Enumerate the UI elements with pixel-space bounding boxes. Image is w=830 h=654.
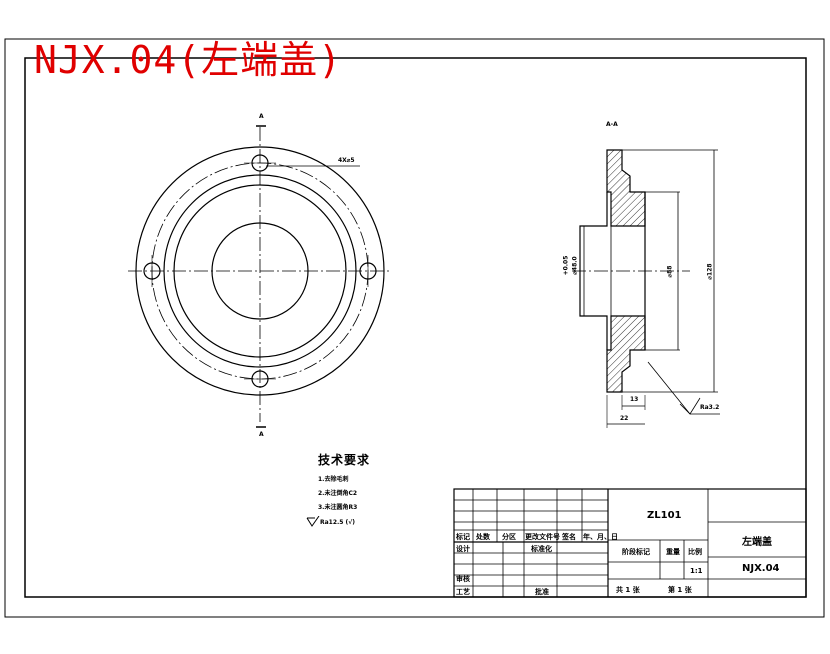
section-view xyxy=(572,149,720,428)
tb-weight: 重量 xyxy=(666,548,680,556)
tb-process: 工艺 xyxy=(456,588,470,596)
surface-finish-note: Ra12.5 (√) xyxy=(320,519,356,526)
drawing-number-top: ZL101 xyxy=(647,510,682,521)
drawing-title: NJX.04(左端盖) xyxy=(34,38,343,82)
front-view xyxy=(128,125,392,428)
tb-header: 年、月、日 xyxy=(583,533,618,541)
tb-header: 标记 xyxy=(456,533,470,541)
surface-finish-icon xyxy=(306,516,320,527)
tb-review: 审核 xyxy=(456,575,470,583)
section-label: A-A xyxy=(606,121,618,128)
inner-frame xyxy=(24,57,807,598)
tb-sheet-no: 第 1 张 xyxy=(668,586,692,594)
notes-title: 技术要求 xyxy=(318,453,371,467)
cut-mark-bottom: A xyxy=(259,431,264,438)
tb-approve: 批准 xyxy=(535,588,549,596)
roughness-label: Ra3.2 xyxy=(700,404,720,411)
dim-total-len: 22 xyxy=(620,415,629,422)
note-item: 2.未注倒角C2 xyxy=(318,490,358,497)
dim-step-len: 13 xyxy=(630,396,639,403)
tb-sheets-total: 共 1 张 xyxy=(616,586,640,594)
tb-stage-mark: 阶段标记 xyxy=(622,548,650,556)
tb-header: 处数 xyxy=(476,533,490,541)
outer-border xyxy=(4,38,825,618)
cut-mark-top: A xyxy=(259,113,264,120)
dim-bore-tol: +0.05 xyxy=(562,255,570,276)
tb-standardize: 标准化 xyxy=(531,545,552,553)
dim-outer-dia: ⌀128 xyxy=(706,263,714,280)
tb-scale-value: 1:1 xyxy=(690,567,703,575)
part-name: 左端盖 xyxy=(742,537,772,548)
title-block-lines xyxy=(453,488,807,598)
tb-header: 签名 xyxy=(562,533,576,541)
tb-header: 更改文件号 xyxy=(525,533,560,541)
hole-callout: 4X⌀5 xyxy=(338,157,355,164)
note-item: 1.去除毛刺 xyxy=(318,476,349,483)
drawing-number: NJX.04 xyxy=(742,563,780,574)
dim-bore: ⌀48.0 xyxy=(571,256,579,275)
note-item: 3.未注圆角R3 xyxy=(318,504,358,511)
dim-inner-dia: ⌀88 xyxy=(666,265,674,278)
tb-header: 分区 xyxy=(502,533,516,541)
tb-design: 设计 xyxy=(456,545,470,553)
tb-scale: 比例 xyxy=(688,548,702,556)
